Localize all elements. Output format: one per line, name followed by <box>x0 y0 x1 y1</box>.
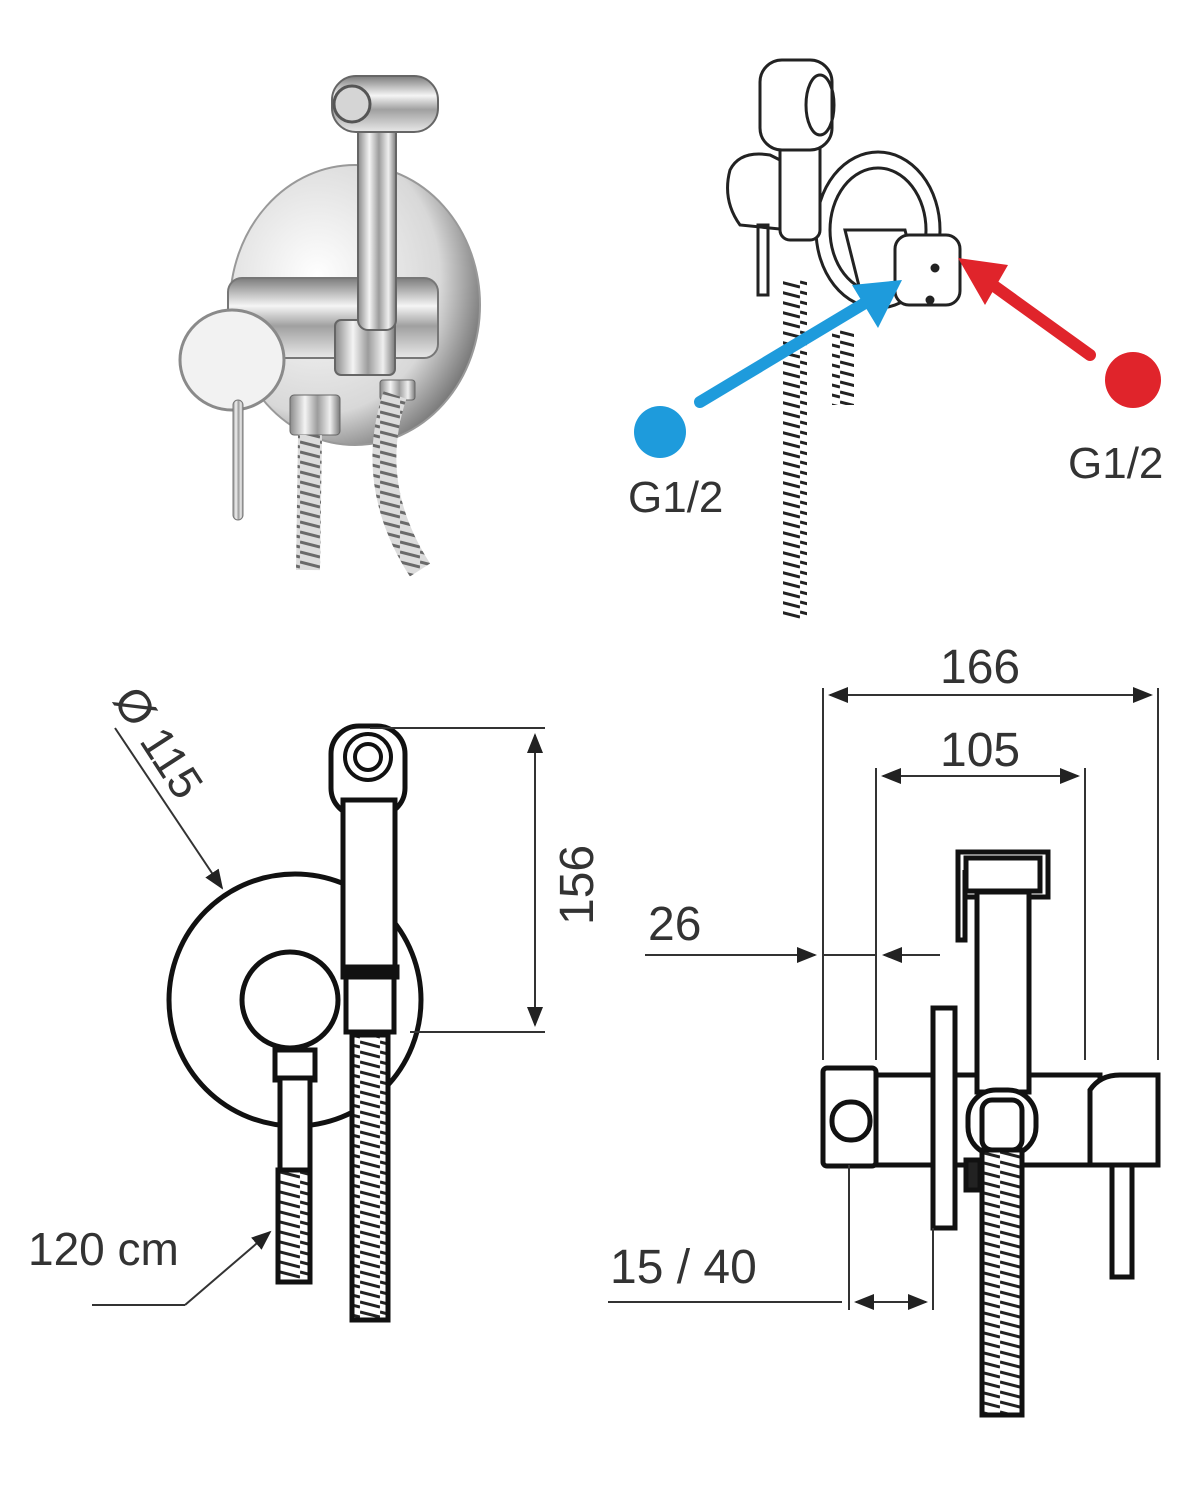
cold-dot <box>634 406 686 458</box>
lever <box>232 399 244 521</box>
cold-inlet: G1/2 <box>628 280 902 522</box>
lever-outline <box>756 223 770 297</box>
side-shower-handle <box>974 889 1032 1095</box>
offset-label: 26 <box>648 898 701 951</box>
front-handle <box>239 949 341 1051</box>
product-photo <box>178 75 481 577</box>
front-holder <box>343 969 397 1035</box>
hot-arrowhead <box>958 258 1008 305</box>
front-nozzle <box>343 732 393 782</box>
hot-arrow <box>984 277 1096 361</box>
front-hose-right <box>349 1032 391 1323</box>
side-dimensions <box>608 687 1159 1310</box>
hot-label: G1/2 <box>1068 439 1163 488</box>
connection-diagram <box>726 58 962 620</box>
depth-label: 15 / 40 <box>610 1241 757 1294</box>
front-hose-left <box>275 1167 313 1285</box>
height-label: 156 <box>551 845 604 925</box>
hot-dot <box>1105 352 1161 408</box>
hot-inlet: G1/2 <box>958 258 1163 488</box>
front-dimensions <box>92 727 545 1306</box>
shower-handle <box>357 119 397 331</box>
hose <box>296 434 322 571</box>
side-wall-plate <box>930 1005 958 1231</box>
cold-label: G1/2 <box>628 473 723 522</box>
side-view <box>820 849 1161 1418</box>
hose-length-label: 120 cm <box>28 1223 179 1275</box>
side-lever <box>1109 1162 1135 1280</box>
shower-nozzle <box>332 84 372 124</box>
total-width-label: 166 <box>940 641 1020 694</box>
side-handle <box>1087 1072 1161 1168</box>
connector <box>289 394 341 436</box>
shower-head-outline <box>758 58 834 152</box>
cold-arrow <box>694 291 881 408</box>
diameter-label: Ø 115 <box>104 677 214 808</box>
cartridge-cap <box>893 233 962 307</box>
inner-width-label: 105 <box>940 724 1020 777</box>
mixer-cap <box>178 308 286 412</box>
front-shower-handle <box>340 797 398 975</box>
hose <box>372 391 431 577</box>
front-view <box>166 723 424 1323</box>
side-hose <box>979 1147 1025 1418</box>
cold-arrowhead <box>852 280 902 328</box>
